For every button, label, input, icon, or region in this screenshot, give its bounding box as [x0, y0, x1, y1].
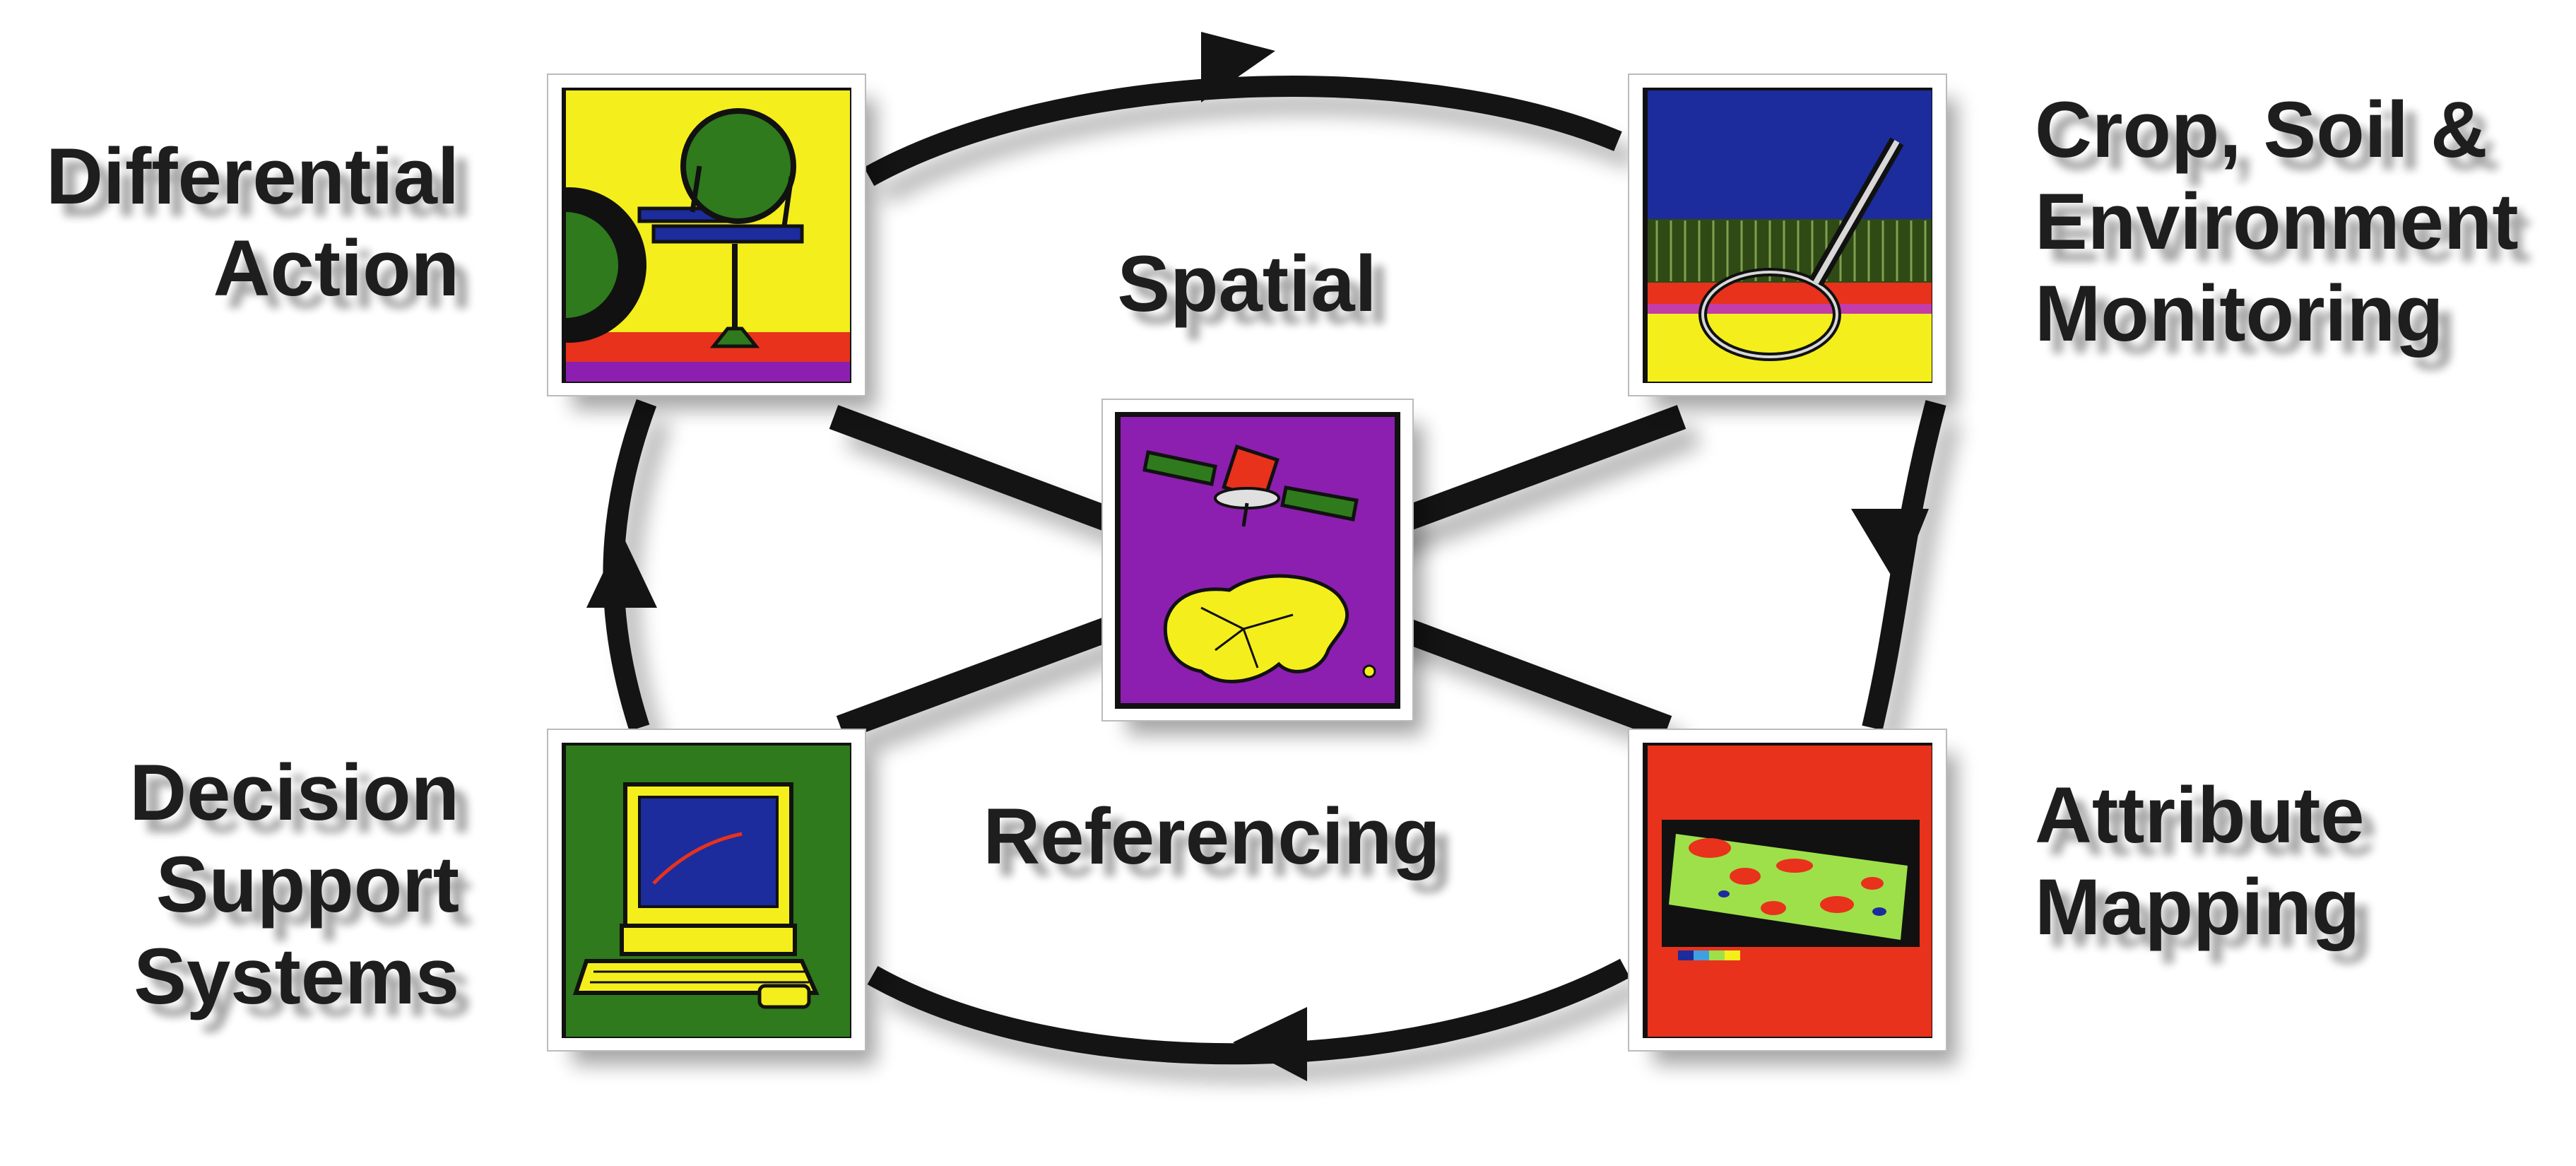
referencing-label: Referencing — [983, 792, 1440, 881]
label-shadow: Monitoring — [2048, 282, 2456, 370]
label-shadow: Support — [169, 853, 472, 941]
decision-support-line2: Support — [156, 840, 459, 929]
label-shadow: Spatial — [1130, 252, 1389, 341]
arc-bottom — [867, 958, 1631, 1065]
decision-support-line3: Systems — [134, 932, 459, 1020]
label-shadow: Environment — [2048, 190, 2531, 278]
monitoring-line3: Monitoring — [2035, 269, 2443, 358]
monitoring-line1: Crop, Soil & — [2035, 86, 2488, 174]
label-shadow: Referencing — [995, 805, 1453, 893]
satellite-map-icon — [1142, 444, 1376, 683]
label-spatial-referencing: Spatial Referencing Spatial Referencing — [983, 240, 1453, 893]
label-shadow: Crop, Soil & — [2048, 98, 2500, 187]
panel-decision-support — [547, 729, 876, 1065]
label-shadow: Systems — [146, 945, 472, 1033]
label-decision-support: Decision Support Systems Decision Suppor… — [129, 748, 472, 1033]
panel-monitoring — [1628, 73, 1957, 410]
panel-spatial-referencing — [1101, 399, 1424, 735]
arrow-right-icon — [1851, 509, 1929, 587]
panel-attribute-mapping — [1628, 729, 1957, 1065]
attribute-mapping-line1: Attribute — [2035, 771, 2365, 859]
monitoring-line2: Environment — [2035, 177, 2519, 266]
label-shadow: Decision — [142, 761, 472, 849]
label-monitoring: Crop, Soil & Environment Monitoring Crop… — [2035, 86, 2531, 370]
tractor-sprayer-icon — [566, 90, 850, 382]
spatial-label: Spatial — [1117, 240, 1376, 328]
decision-support-line1: Decision — [129, 748, 459, 837]
label-differential-action: Differential Action Differential Action — [46, 132, 472, 325]
label-attribute-mapping: Attribute Mapping Attribute Mapping — [2035, 771, 2377, 964]
differential-action-line2: Action — [213, 224, 459, 312]
label-shadow: Attribute — [2048, 784, 2377, 872]
panel-differential-action — [547, 73, 876, 410]
arrow-top-icon — [1201, 32, 1275, 102]
attribute-mapping-line2: Mapping — [2035, 863, 2360, 951]
computer-icon — [566, 746, 850, 1037]
soil-probe-magnifier-icon — [1648, 90, 1932, 382]
arc-top — [863, 76, 1622, 187]
arrow-left-icon — [586, 534, 657, 608]
arrow-bottom-icon — [1233, 1007, 1307, 1081]
label-shadow: Mapping — [2048, 876, 2373, 964]
differential-action-line1: Differential — [46, 132, 459, 220]
label-shadow: Differential — [59, 145, 472, 233]
yield-map-icon — [1648, 746, 1932, 1037]
label-shadow: Action — [226, 237, 472, 325]
